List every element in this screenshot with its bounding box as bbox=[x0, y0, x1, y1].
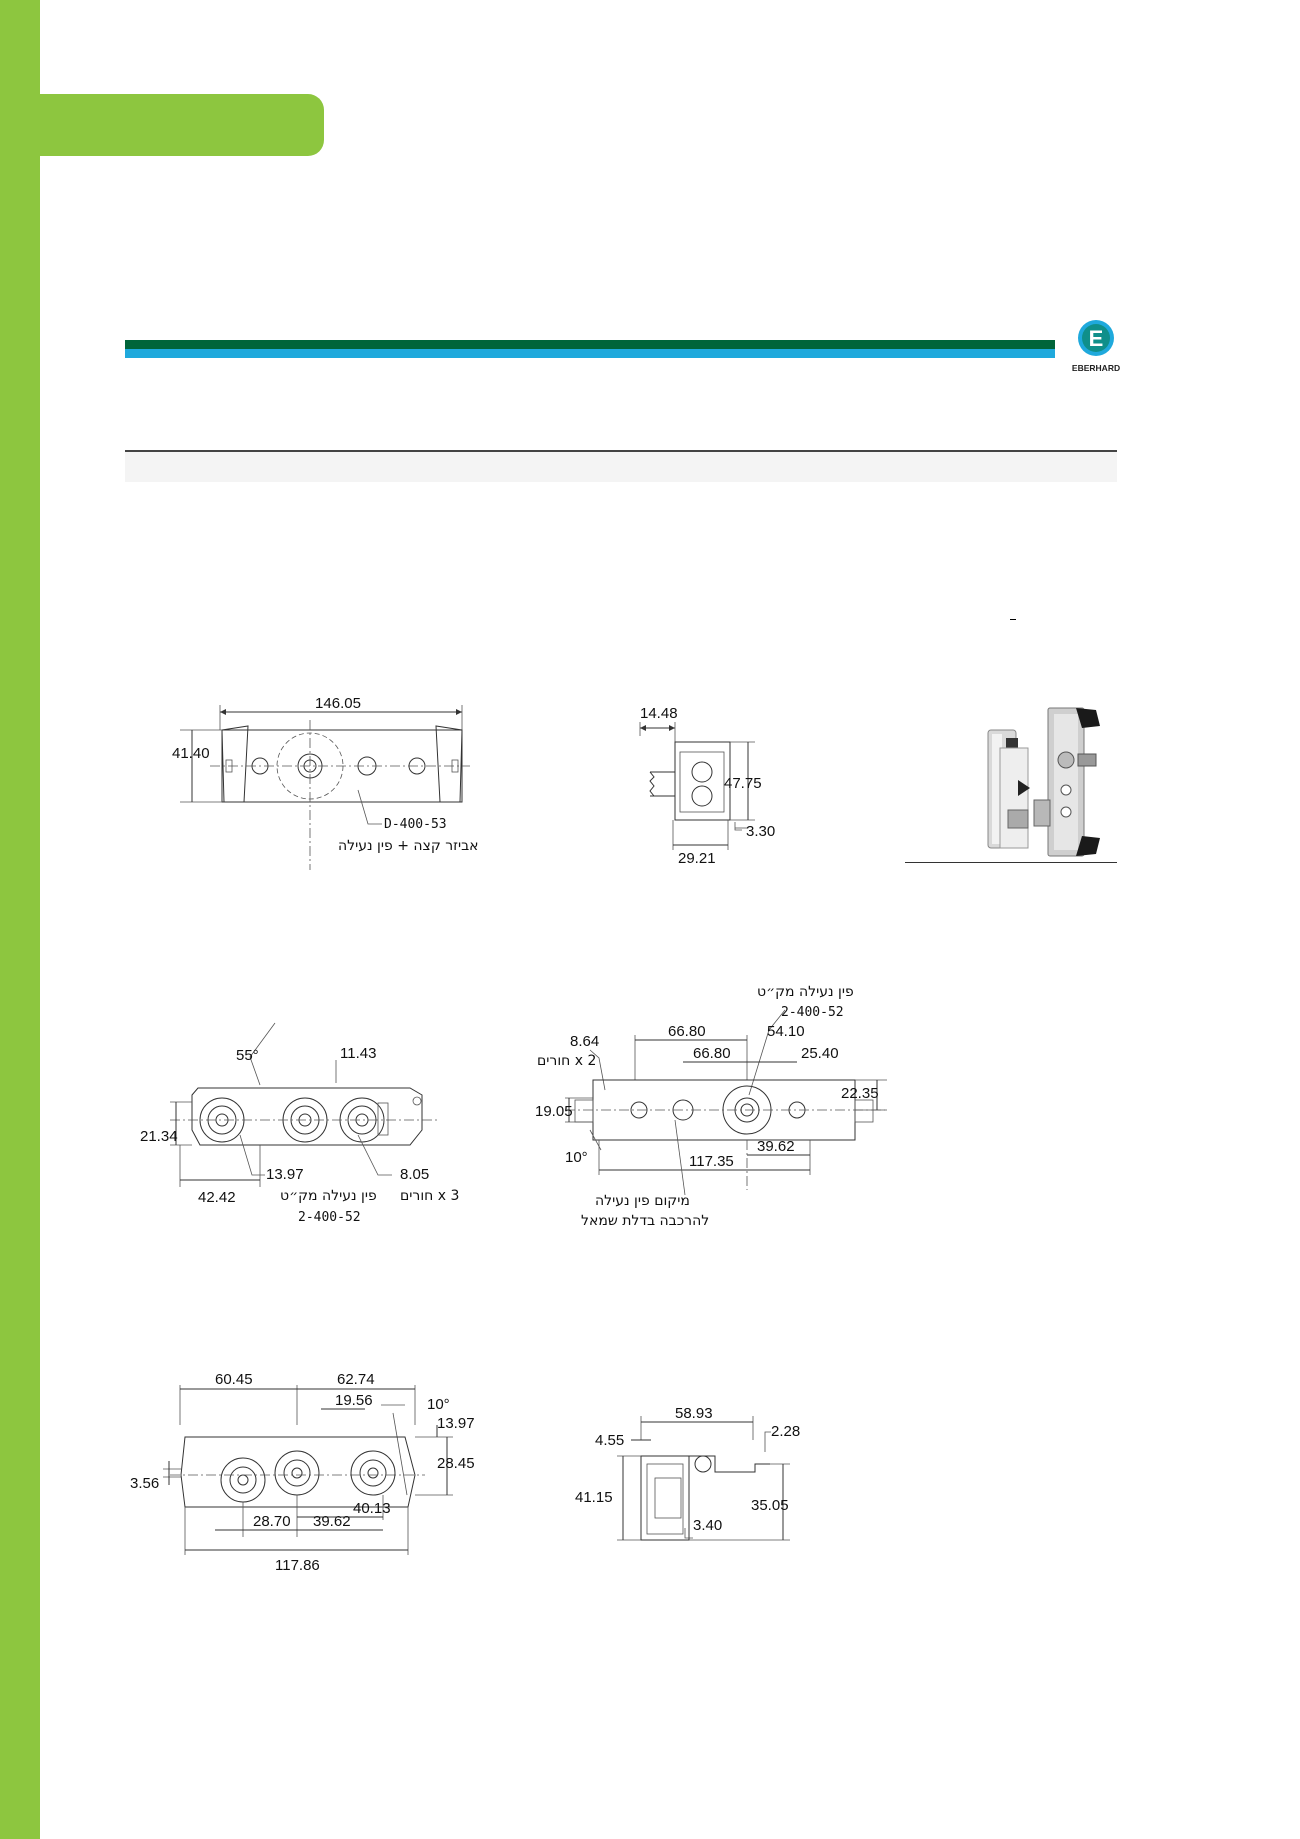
front-a-holes: חורים x 3 bbox=[400, 1188, 459, 1204]
side-a-d4: 29.21 bbox=[678, 850, 716, 867]
eberhard-logo: E EBERHARD bbox=[1072, 320, 1120, 373]
small-dash-mark bbox=[1010, 619, 1016, 620]
side-b-d1: 58.93 bbox=[675, 1405, 713, 1422]
drawing-side-view-b: 58.93 4.55 2.28 41.15 35.05 3.40 bbox=[575, 1405, 800, 1541]
drawing-side-view-a: 14.48 47.75 3.30 29.21 bbox=[639, 705, 775, 867]
title-band bbox=[125, 452, 1117, 482]
front-b-d1: 60.45 bbox=[215, 1371, 253, 1388]
side-b-d2: 4.55 bbox=[595, 1432, 624, 1449]
side-a-d3: 3.30 bbox=[746, 823, 775, 840]
front-a-pin-part: 2-400-52 bbox=[298, 1210, 361, 1225]
back-d7: 19.05 bbox=[535, 1103, 573, 1120]
top-height-dim: 41.40 bbox=[172, 745, 210, 762]
photo-caption-rule bbox=[905, 862, 1117, 863]
drawing-front-view-b: 60.45 62.74 19.56 10° 13.97 28.45 3.56 2… bbox=[130, 1371, 475, 1574]
svg-text:E: E bbox=[1089, 326, 1104, 351]
back-d1: 66.80 bbox=[668, 1023, 706, 1040]
back-pin-label: פין נעילה מק״ט bbox=[757, 984, 854, 1000]
front-b-d2: 62.74 bbox=[337, 1371, 375, 1388]
front-b-d9: 40.13 bbox=[353, 1500, 391, 1517]
front-a-d5: 8.05 bbox=[400, 1166, 429, 1183]
front-b-d6: 3.56 bbox=[130, 1475, 159, 1492]
title-rule bbox=[125, 450, 1117, 452]
front-a-angle: 55° bbox=[236, 1047, 259, 1064]
top-part-label: אביזר קצה + פין נעילה bbox=[338, 838, 479, 854]
back-d9: 39.62 bbox=[757, 1138, 795, 1155]
green-side-bar bbox=[0, 0, 40, 1839]
back-location-1: מיקום פין נעילה bbox=[595, 1193, 690, 1209]
back-d3: 8.64 bbox=[570, 1033, 599, 1050]
back-pin-part: 2-400-52 bbox=[781, 1005, 844, 1020]
green-side-tab bbox=[0, 94, 324, 156]
front-b-d4: 13.97 bbox=[437, 1415, 475, 1432]
side-a-d1: 14.48 bbox=[640, 705, 678, 722]
header-stripe-light bbox=[125, 349, 1055, 358]
drawing-top-view: 146.05 41.40 D-400-53 אביזר קצה + פין נע… bbox=[172, 695, 479, 870]
back-d8: 117.35 bbox=[689, 1153, 734, 1170]
drawing-back-view: פין נעילה מק״ט 2-400-52 66.80 54.10 8.64… bbox=[535, 984, 887, 1229]
back-d4: 66.80 bbox=[693, 1045, 731, 1062]
back-d5: 25.40 bbox=[801, 1045, 839, 1062]
side-b-d4: 41.15 bbox=[575, 1489, 613, 1506]
back-holes: חורים x 2 bbox=[537, 1053, 596, 1069]
front-a-d3: 42.42 bbox=[198, 1189, 236, 1206]
top-part-number: D-400-53 bbox=[384, 817, 447, 832]
back-angle: 10° bbox=[565, 1149, 588, 1166]
front-a-d2: 21.34 bbox=[140, 1128, 178, 1145]
side-b-d3: 2.28 bbox=[771, 1423, 800, 1440]
front-b-d5: 28.45 bbox=[437, 1455, 475, 1472]
product-photo bbox=[987, 707, 1100, 857]
front-a-d4: 13.97 bbox=[266, 1166, 304, 1183]
back-d6: 22.35 bbox=[841, 1085, 879, 1102]
front-b-d8: 39.62 bbox=[313, 1513, 351, 1530]
side-b-d5: 35.05 bbox=[751, 1497, 789, 1514]
side-a-d2: 47.75 bbox=[724, 775, 762, 792]
front-a-d1: 11.43 bbox=[340, 1045, 376, 1062]
header-stripe-dark bbox=[125, 340, 1055, 349]
back-d2: 54.10 bbox=[767, 1023, 805, 1040]
side-b-d6: 3.40 bbox=[693, 1517, 722, 1534]
back-location-2: להרכבה בדלת שמאל bbox=[581, 1213, 709, 1229]
front-b-d7: 28.70 bbox=[253, 1513, 291, 1530]
front-b-angle: 10° bbox=[427, 1396, 450, 1413]
front-b-d3: 19.56 bbox=[335, 1392, 373, 1409]
front-a-pin-label: פין נעילה מק״ט bbox=[280, 1188, 377, 1204]
logo-wordmark: EBERHARD bbox=[1072, 363, 1120, 373]
drawing-front-view-a: 55° 11.43 21.34 42.42 13.97 8.05 חורים x… bbox=[140, 1022, 459, 1225]
top-width-dim: 146.05 bbox=[315, 695, 361, 712]
front-b-d10: 117.86 bbox=[275, 1557, 320, 1574]
